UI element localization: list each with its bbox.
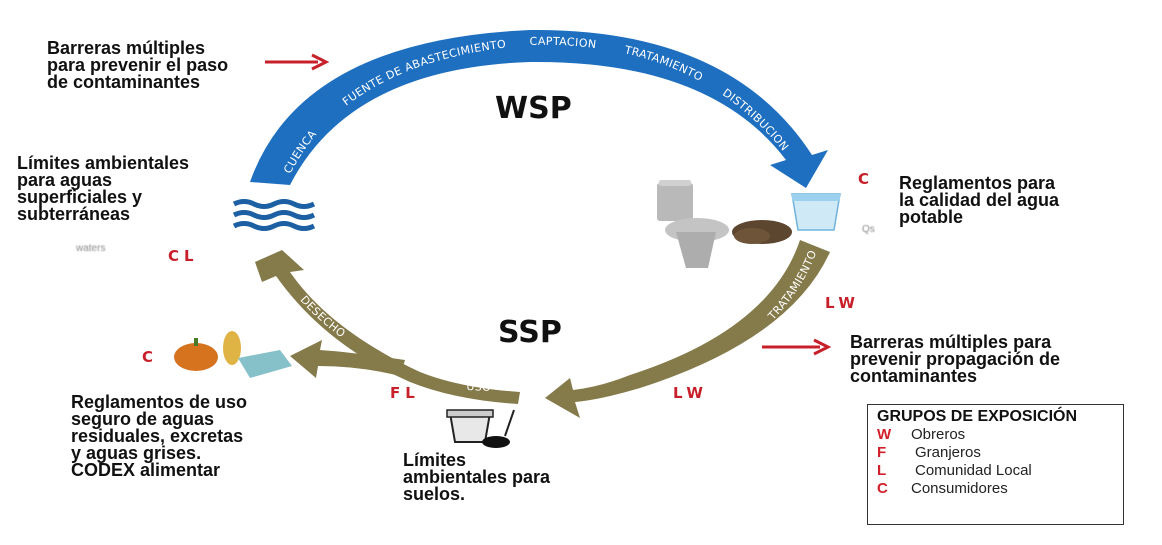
legend-code: L [877, 462, 887, 479]
text-line: contaminantes [850, 366, 978, 386]
text-line: residuales, excretas [71, 426, 244, 446]
env-limits-water-text: Límites ambientales para aguas superfici… [17, 153, 190, 224]
text-line: superficiales y [17, 187, 143, 207]
text-line: para prevenir el paso [47, 55, 229, 75]
legend-item: C Consumidores [877, 480, 1114, 498]
text-line: ambientales para [403, 467, 551, 487]
exposure-code-waters: CL [168, 247, 199, 265]
legend-label: Obreros [911, 426, 966, 443]
text-line: CODEX alimentar [71, 460, 221, 480]
text-line: Barreras múltiples [47, 38, 206, 58]
text-line: de contaminantes [47, 72, 201, 92]
text-line: para aguas [17, 170, 113, 190]
exposure-code-use: FL [390, 384, 420, 402]
soil-limits-text: Límites ambientales para suelos. [403, 450, 551, 504]
text-line: la calidad del agua [899, 190, 1060, 210]
ssp-stage-label: DESECHO [298, 293, 348, 340]
legend-code: F [877, 444, 887, 461]
toilet-icon [657, 180, 729, 268]
text-line: prevenir propagación de [850, 349, 1061, 369]
exposure-code-treatment-upper: LW [825, 294, 860, 312]
wsp-arc-arrow [250, 29, 828, 188]
red-arrow-top [265, 53, 330, 71]
text-line: potable [899, 207, 964, 227]
text-line: Barreras múltiples para [850, 332, 1052, 352]
legend-label: Consumidores [911, 480, 1008, 497]
legend-label: Granjeros [915, 444, 981, 461]
exposure-code-drinking: C [858, 170, 875, 188]
ssp-title: SSP [498, 315, 562, 350]
text-line: Límites ambientales [17, 153, 190, 173]
ssp-stage-label: USO [466, 380, 491, 394]
exposure-code-drinking-small: Qs [862, 224, 875, 235]
legend-item: W Obreros [877, 426, 1114, 444]
exposure-code-produce: C [142, 348, 159, 366]
exposure-code-treatment-lower: LW [673, 384, 708, 402]
legend-title: GRUPOS DE EXPOSICIÓN [877, 408, 1078, 425]
barriers-top-text: Barreras múltiples para prevenir el paso… [47, 38, 229, 92]
legend-item: L Comunidad Local [877, 462, 1114, 480]
waters-caption: waters [76, 243, 106, 254]
text-line: subterráneas [17, 204, 131, 224]
wsp-stage-label: CAPTACION [529, 35, 597, 51]
red-arrow-right [762, 338, 832, 356]
legend-label: Comunidad Local [915, 462, 1032, 479]
text-line: suelos. [403, 484, 466, 504]
barriers-right-text: Barreras múltiples para prevenir propaga… [850, 332, 1061, 386]
text-line: Reglamentos de uso [71, 392, 248, 412]
text-line: Reglamentos para [899, 173, 1056, 193]
text-line: y aguas grises. [71, 443, 202, 463]
glass-of-water-icon [791, 193, 841, 231]
safe-use-text: Reglamentos de uso seguro de aguas resid… [71, 392, 248, 480]
exposure-groups-legend: GRUPOS DE EXPOSICIÓN W Obreros F Granjeros… [867, 404, 1124, 525]
legend-code: C [877, 480, 888, 497]
text-line: seguro de aguas [71, 409, 215, 429]
excreta-icon [732, 220, 792, 244]
legend-item: F Granjeros [877, 444, 1114, 462]
flower-pot-icon [446, 409, 515, 448]
produce-icon [174, 331, 292, 378]
wsp-title: WSP [495, 91, 572, 126]
water-waves-icon [232, 199, 316, 231]
drinking-water-text: Reglamentos para la calidad del agua pot… [899, 173, 1060, 227]
text-line: Límites [403, 450, 467, 470]
legend-code: W [877, 426, 892, 443]
ssp-arc-arrow [255, 240, 830, 418]
